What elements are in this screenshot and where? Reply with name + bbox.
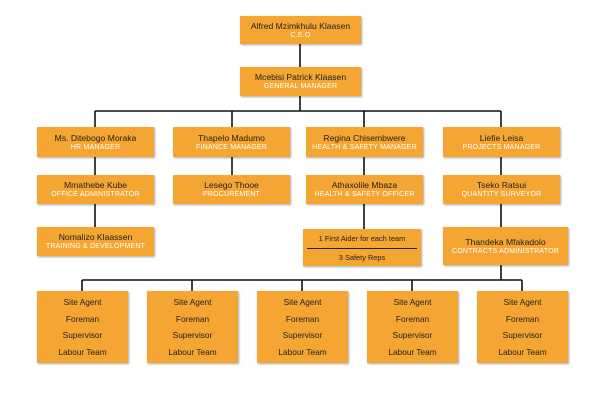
site-team-5[interactable]: Site Agent Foreman Supervisor Labour Tea… bbox=[477, 291, 568, 363]
gm-box[interactable]: Mcebisi Patrick Klaasen GENERAL MANAGER bbox=[240, 67, 361, 96]
team-2-site-agent: Site Agent bbox=[173, 297, 212, 308]
manager-hr-box[interactable]: Ms. Ditebogo Moraka HR MANAGER bbox=[37, 127, 154, 157]
team-5-supervisor: Supervisor bbox=[502, 330, 543, 341]
team-4-foreman: Foreman bbox=[395, 313, 430, 324]
office-admin-name: Mmathebe Kube bbox=[63, 180, 128, 190]
contracts-name: Thandeka Mfakadolo bbox=[465, 236, 546, 247]
contracts-title: CONTRACTS ADMINISTRATOR bbox=[451, 247, 559, 255]
ceo-box[interactable]: Alfred Mzimkhulu Klaasen C.E.O bbox=[240, 16, 361, 44]
office-admin-title: OFFICE ADMINISTRATOR bbox=[51, 191, 140, 198]
procurement-title: PROCUREMENT bbox=[202, 191, 261, 198]
qs-name: Tseko Ratsui bbox=[476, 180, 527, 190]
team-4-labour: Labour Team bbox=[388, 346, 437, 357]
manager-hs-name: Regina Chisembwere bbox=[323, 132, 406, 143]
gm-name: Mcebisi Patrick Klaasen bbox=[254, 72, 347, 82]
contracts-box[interactable]: Thandeka Mfakadolo CONTRACTS ADMINISTRAT… bbox=[443, 227, 568, 265]
site-team-3[interactable]: Site Agent Foreman Supervisor Labour Tea… bbox=[257, 291, 348, 363]
training-title: TRAINING & DEVELOPMENT bbox=[45, 243, 146, 250]
gm-title: GENERAL MANAGER bbox=[263, 83, 338, 90]
team-4-site-agent: Site Agent bbox=[393, 297, 432, 308]
team-3-supervisor: Supervisor bbox=[282, 330, 323, 341]
hs-officer-title: HEALTH & SAFETY OFFICER bbox=[314, 191, 415, 198]
manager-hs-box[interactable]: Regina Chisembwere HEALTH & SAFETY MANAG… bbox=[306, 127, 423, 157]
manager-projects-box[interactable]: Liefie Leisa PROJECTS MANAGER bbox=[443, 127, 560, 157]
procurement-name: Lesego Thooe bbox=[204, 180, 259, 190]
qs-title: QUANTITY SURVEYOR bbox=[461, 191, 542, 198]
safety-reps-text: 3 Safety Reps bbox=[338, 253, 386, 262]
manager-hs-title: HEALTH & SAFETY MANAGER bbox=[312, 143, 417, 151]
manager-finance-name: Thapelo Madumo bbox=[198, 132, 265, 143]
manager-hr-title: HR MANAGER bbox=[70, 143, 121, 151]
team-1-site-agent: Site Agent bbox=[63, 297, 102, 308]
safety-divider bbox=[307, 247, 417, 249]
site-team-2[interactable]: Site Agent Foreman Supervisor Labour Tea… bbox=[147, 291, 238, 363]
first-aider-text: 1 First Aider for each team bbox=[318, 234, 406, 243]
team-2-foreman: Foreman bbox=[175, 313, 210, 324]
training-name: Nomalizo Klaassen bbox=[58, 232, 133, 242]
manager-projects-title: PROJECTS MANAGER bbox=[462, 143, 541, 151]
team-1-labour: Labour Team bbox=[58, 346, 107, 357]
manager-finance-box[interactable]: Thapelo Madumo FINANCE MANAGER bbox=[173, 127, 290, 157]
team-1-foreman: Foreman bbox=[65, 313, 100, 324]
team-5-site-agent: Site Agent bbox=[503, 297, 542, 308]
site-team-4[interactable]: Site Agent Foreman Supervisor Labour Tea… bbox=[367, 291, 458, 363]
team-4-supervisor: Supervisor bbox=[392, 330, 433, 341]
ceo-name: Alfred Mzimkhulu Klaasen bbox=[250, 20, 351, 31]
office-admin-box[interactable]: Mmathebe Kube OFFICE ADMINISTRATOR bbox=[37, 175, 154, 204]
safety-team-box[interactable]: 1 First Aider for each team 3 Safety Rep… bbox=[303, 229, 421, 266]
ceo-title: C.E.O bbox=[290, 31, 311, 39]
team-3-foreman: Foreman bbox=[285, 313, 320, 324]
manager-finance-title: FINANCE MANAGER bbox=[195, 143, 268, 151]
team-2-labour: Labour Team bbox=[168, 346, 217, 357]
team-5-labour: Labour Team bbox=[498, 346, 547, 357]
team-2-supervisor: Supervisor bbox=[172, 330, 213, 341]
team-1-supervisor: Supervisor bbox=[62, 330, 103, 341]
hs-officer-name: Athaxolile Mbaza bbox=[331, 180, 398, 190]
training-box[interactable]: Nomalizo Klaassen TRAINING & DEVELOPMENT bbox=[37, 227, 154, 256]
team-3-labour: Labour Team bbox=[278, 346, 327, 357]
team-3-site-agent: Site Agent bbox=[283, 297, 322, 308]
procurement-box[interactable]: Lesego Thooe PROCUREMENT bbox=[173, 175, 290, 204]
manager-projects-name: Liefie Leisa bbox=[479, 132, 524, 143]
hs-officer-box[interactable]: Athaxolile Mbaza HEALTH & SAFETY OFFICER bbox=[306, 175, 423, 204]
qs-box[interactable]: Tseko Ratsui QUANTITY SURVEYOR bbox=[443, 175, 560, 204]
team-5-foreman: Foreman bbox=[505, 313, 540, 324]
manager-hr-name: Ms. Ditebogo Moraka bbox=[54, 132, 137, 143]
site-team-1[interactable]: Site Agent Foreman Supervisor Labour Tea… bbox=[37, 291, 128, 363]
